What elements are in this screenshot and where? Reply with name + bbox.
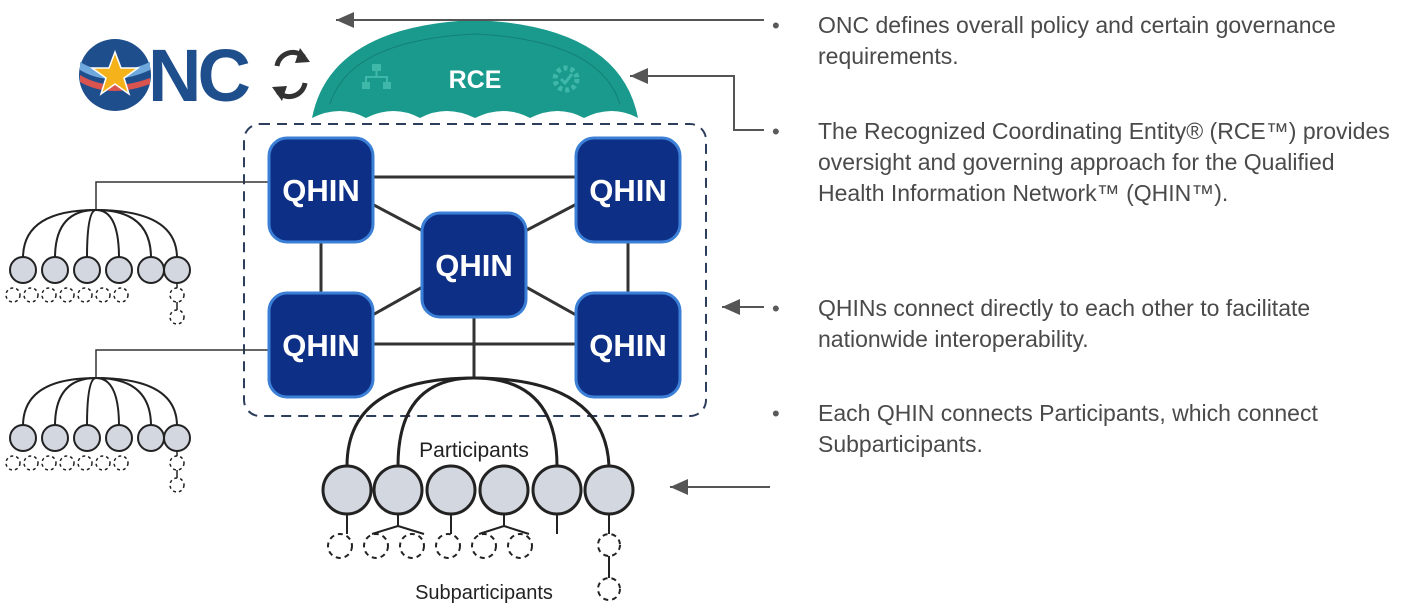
bullet-text: ONC defines overall policy and certain g… [818, 12, 1336, 69]
participants-label: Participants [419, 439, 529, 462]
participant-node [583, 464, 635, 516]
qhin-box: QHIN [420, 211, 528, 319]
subparticipant-node [471, 533, 497, 559]
qhin-box: QHIN [574, 136, 682, 244]
bullet-marker: • [772, 119, 780, 144]
rce-label: RCE [449, 66, 502, 94]
qhin-network-boundary [243, 123, 707, 417]
bullet-marker: • [772, 296, 780, 321]
subparticipant-node [507, 533, 533, 559]
participant-node [9, 256, 37, 284]
network-diagram: NC RCE [5, 12, 770, 604]
participant-node [73, 256, 101, 284]
subparticipant-node [435, 533, 461, 559]
sync-arrows-icon [272, 48, 310, 101]
org-chart-icon [362, 64, 391, 89]
qhin-label: QHIN [282, 173, 360, 208]
participant-node [478, 464, 530, 516]
participant-node [73, 424, 101, 452]
bullet-qhin: • QHINs connect directly to each other t… [772, 293, 1392, 355]
subparticipant-node [113, 287, 129, 303]
bullet-arrows [336, 12, 770, 495]
qhin-label: QHIN [589, 328, 667, 363]
qhin-label: QHIN [589, 173, 667, 208]
bullet-text: The Recognized Coordinating Entity® (RCE… [818, 118, 1390, 206]
qhin-label: QHIN [282, 328, 360, 363]
onc-logo: NC [79, 34, 253, 117]
subparticipant-node [363, 533, 389, 559]
subparticipant-node [59, 455, 75, 471]
bullet-text: QHINs connect directly to each other to … [818, 295, 1311, 352]
participant-node [321, 464, 373, 516]
bullet-marker: • [772, 13, 780, 38]
participant-node [105, 256, 133, 284]
onc-logo-text: NC [148, 34, 249, 117]
participant-node [9, 424, 37, 452]
subparticipant-node [597, 577, 621, 601]
subparticipant-node [41, 287, 57, 303]
tree-connectors [95, 181, 268, 378]
subparticipant-node [597, 533, 621, 557]
participant-node [41, 424, 69, 452]
subparticipant-node [169, 455, 185, 471]
participant-node [372, 464, 424, 516]
subparticipant-node [59, 287, 75, 303]
bullet-rce: • The Recognized Coordinating Entity® (R… [772, 116, 1392, 209]
participant-node [41, 256, 69, 284]
qhin-box: QHIN [267, 291, 375, 399]
participant-tree-bottom [5, 377, 191, 493]
subparticipant-node [169, 287, 185, 303]
participant-tree-top [5, 209, 191, 325]
subparticipant-node [95, 455, 111, 471]
participant-node [425, 464, 477, 516]
qhin-box: QHIN [574, 291, 682, 399]
subparticipant-node [41, 455, 57, 471]
qhin-boxes: QHIN QHIN QHIN QHIN QHIN [267, 136, 682, 399]
subparticipant-node [77, 455, 93, 471]
bullet-marker: • [772, 401, 780, 426]
subparticipant-node [399, 533, 425, 559]
qhin-label: QHIN [435, 248, 513, 283]
participants-tree [345, 376, 611, 467]
subparticipant-node [5, 455, 21, 471]
participant-node [163, 424, 191, 452]
gear-check-icon [552, 65, 580, 93]
participant-node [137, 424, 165, 452]
subparticipant-node [113, 455, 129, 471]
subparticipant-node [95, 287, 111, 303]
bullet-onc: • ONC defines overall policy and certain… [772, 10, 1392, 72]
subparticipant-node [169, 309, 185, 325]
subparticipant-node [169, 477, 185, 493]
subparticipant-node [23, 455, 39, 471]
participant-nodes [321, 464, 635, 601]
bullet-participants: • Each QHIN connects Participants, which… [772, 398, 1392, 460]
subparticipant-node [5, 287, 21, 303]
bullet-text: Each QHIN connects Participants, which c… [818, 400, 1318, 457]
subparticipants-label: Subparticipants [415, 582, 553, 604]
subparticipant-node [23, 287, 39, 303]
participant-node [531, 464, 583, 516]
subparticipant-node [77, 287, 93, 303]
star-icon [89, 49, 141, 96]
participant-node [137, 256, 165, 284]
qhin-box: QHIN [267, 136, 375, 244]
rce-umbrella: RCE [312, 20, 638, 118]
subparticipant-node [327, 533, 353, 559]
participant-node [163, 256, 191, 284]
participant-node [105, 424, 133, 452]
